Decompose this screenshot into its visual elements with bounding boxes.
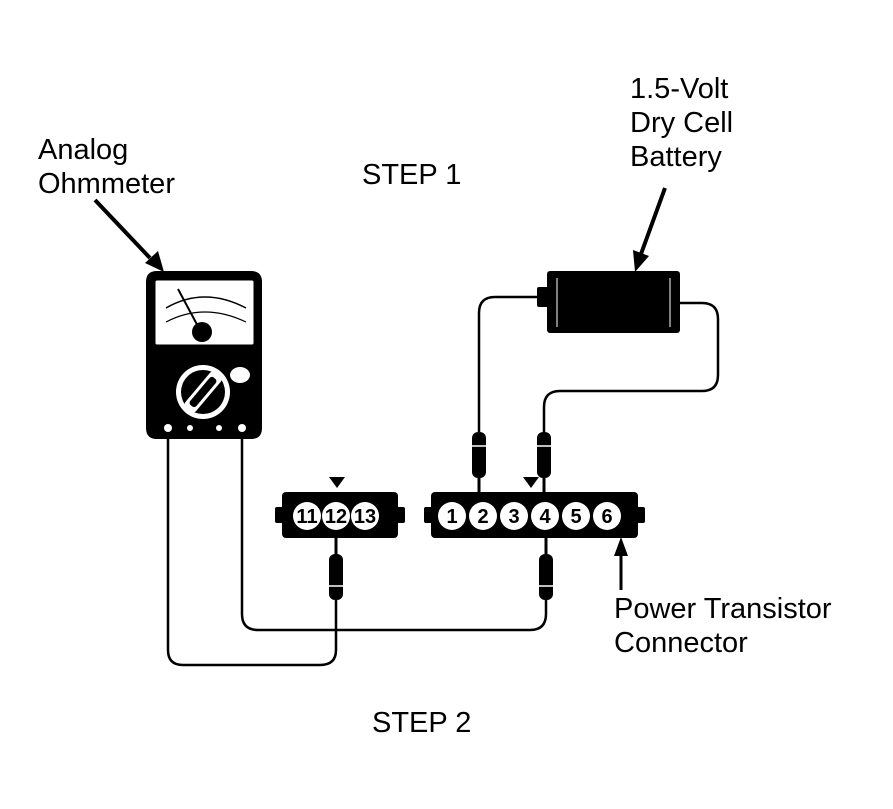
ohmmeter-label-line2: Ohmmeter — [38, 168, 175, 200]
test-probe-icon-pin12 — [329, 538, 343, 600]
pin-6-label: 6 — [601, 506, 612, 528]
pin-4-label: 4 — [539, 506, 551, 528]
step-1-label: STEP 1 — [362, 159, 462, 191]
pin-11-label: 11 — [296, 506, 317, 528]
test-probe-icon-pin4 — [537, 432, 551, 495]
pin-1-label: 1 — [446, 506, 457, 528]
battery-lead-b — [542, 301, 720, 432]
battery-label-line3: Battery — [630, 141, 722, 173]
pointer-arrows — [93, 187, 667, 590]
battery-pointer-arrow — [633, 187, 667, 272]
connector-right-pins: 1 2 3 4 5 6 — [438, 502, 621, 530]
battery-lead-a — [477, 295, 539, 432]
ohmmeter-lead-b — [240, 432, 548, 632]
connector-pointer-arrow — [614, 537, 628, 590]
connector-label-line2: Connector — [614, 627, 748, 659]
step-2-label: STEP 2 — [372, 707, 472, 739]
test-probe-icon-pin4-lower — [539, 538, 553, 600]
ohmmeter-pointer-arrow — [93, 198, 164, 272]
battery-label: 1.5-Volt Dry Cell Battery — [630, 72, 733, 174]
test-probe-icon-pin2 — [472, 432, 486, 495]
wires — [166, 295, 720, 667]
pin-12-label: 12 — [325, 506, 347, 528]
connector-left-pins: 11 12 13 — [293, 502, 379, 530]
pin-13-label: 13 — [354, 506, 376, 528]
ohmmeter-label: Analog Ohmmeter — [38, 133, 175, 201]
connector-label: Power Transistor Connector — [614, 592, 832, 660]
connector-label-line1: Power Transistor — [614, 593, 832, 625]
pin-3-label: 3 — [508, 506, 519, 528]
pin-2-label: 2 — [477, 506, 488, 528]
connector-right-key — [523, 477, 539, 488]
battery-label-line1: 1.5-Volt — [630, 73, 729, 105]
pin-5-label: 5 — [570, 506, 581, 528]
dry-cell-battery-icon — [537, 271, 680, 333]
ohmmeter-label-line1: Analog — [38, 134, 129, 166]
connector-left-key — [329, 477, 345, 488]
analog-ohmmeter-icon — [146, 271, 262, 439]
battery-label-line2: Dry Cell — [630, 107, 734, 139]
ohmmeter-lead-a — [166, 432, 338, 667]
